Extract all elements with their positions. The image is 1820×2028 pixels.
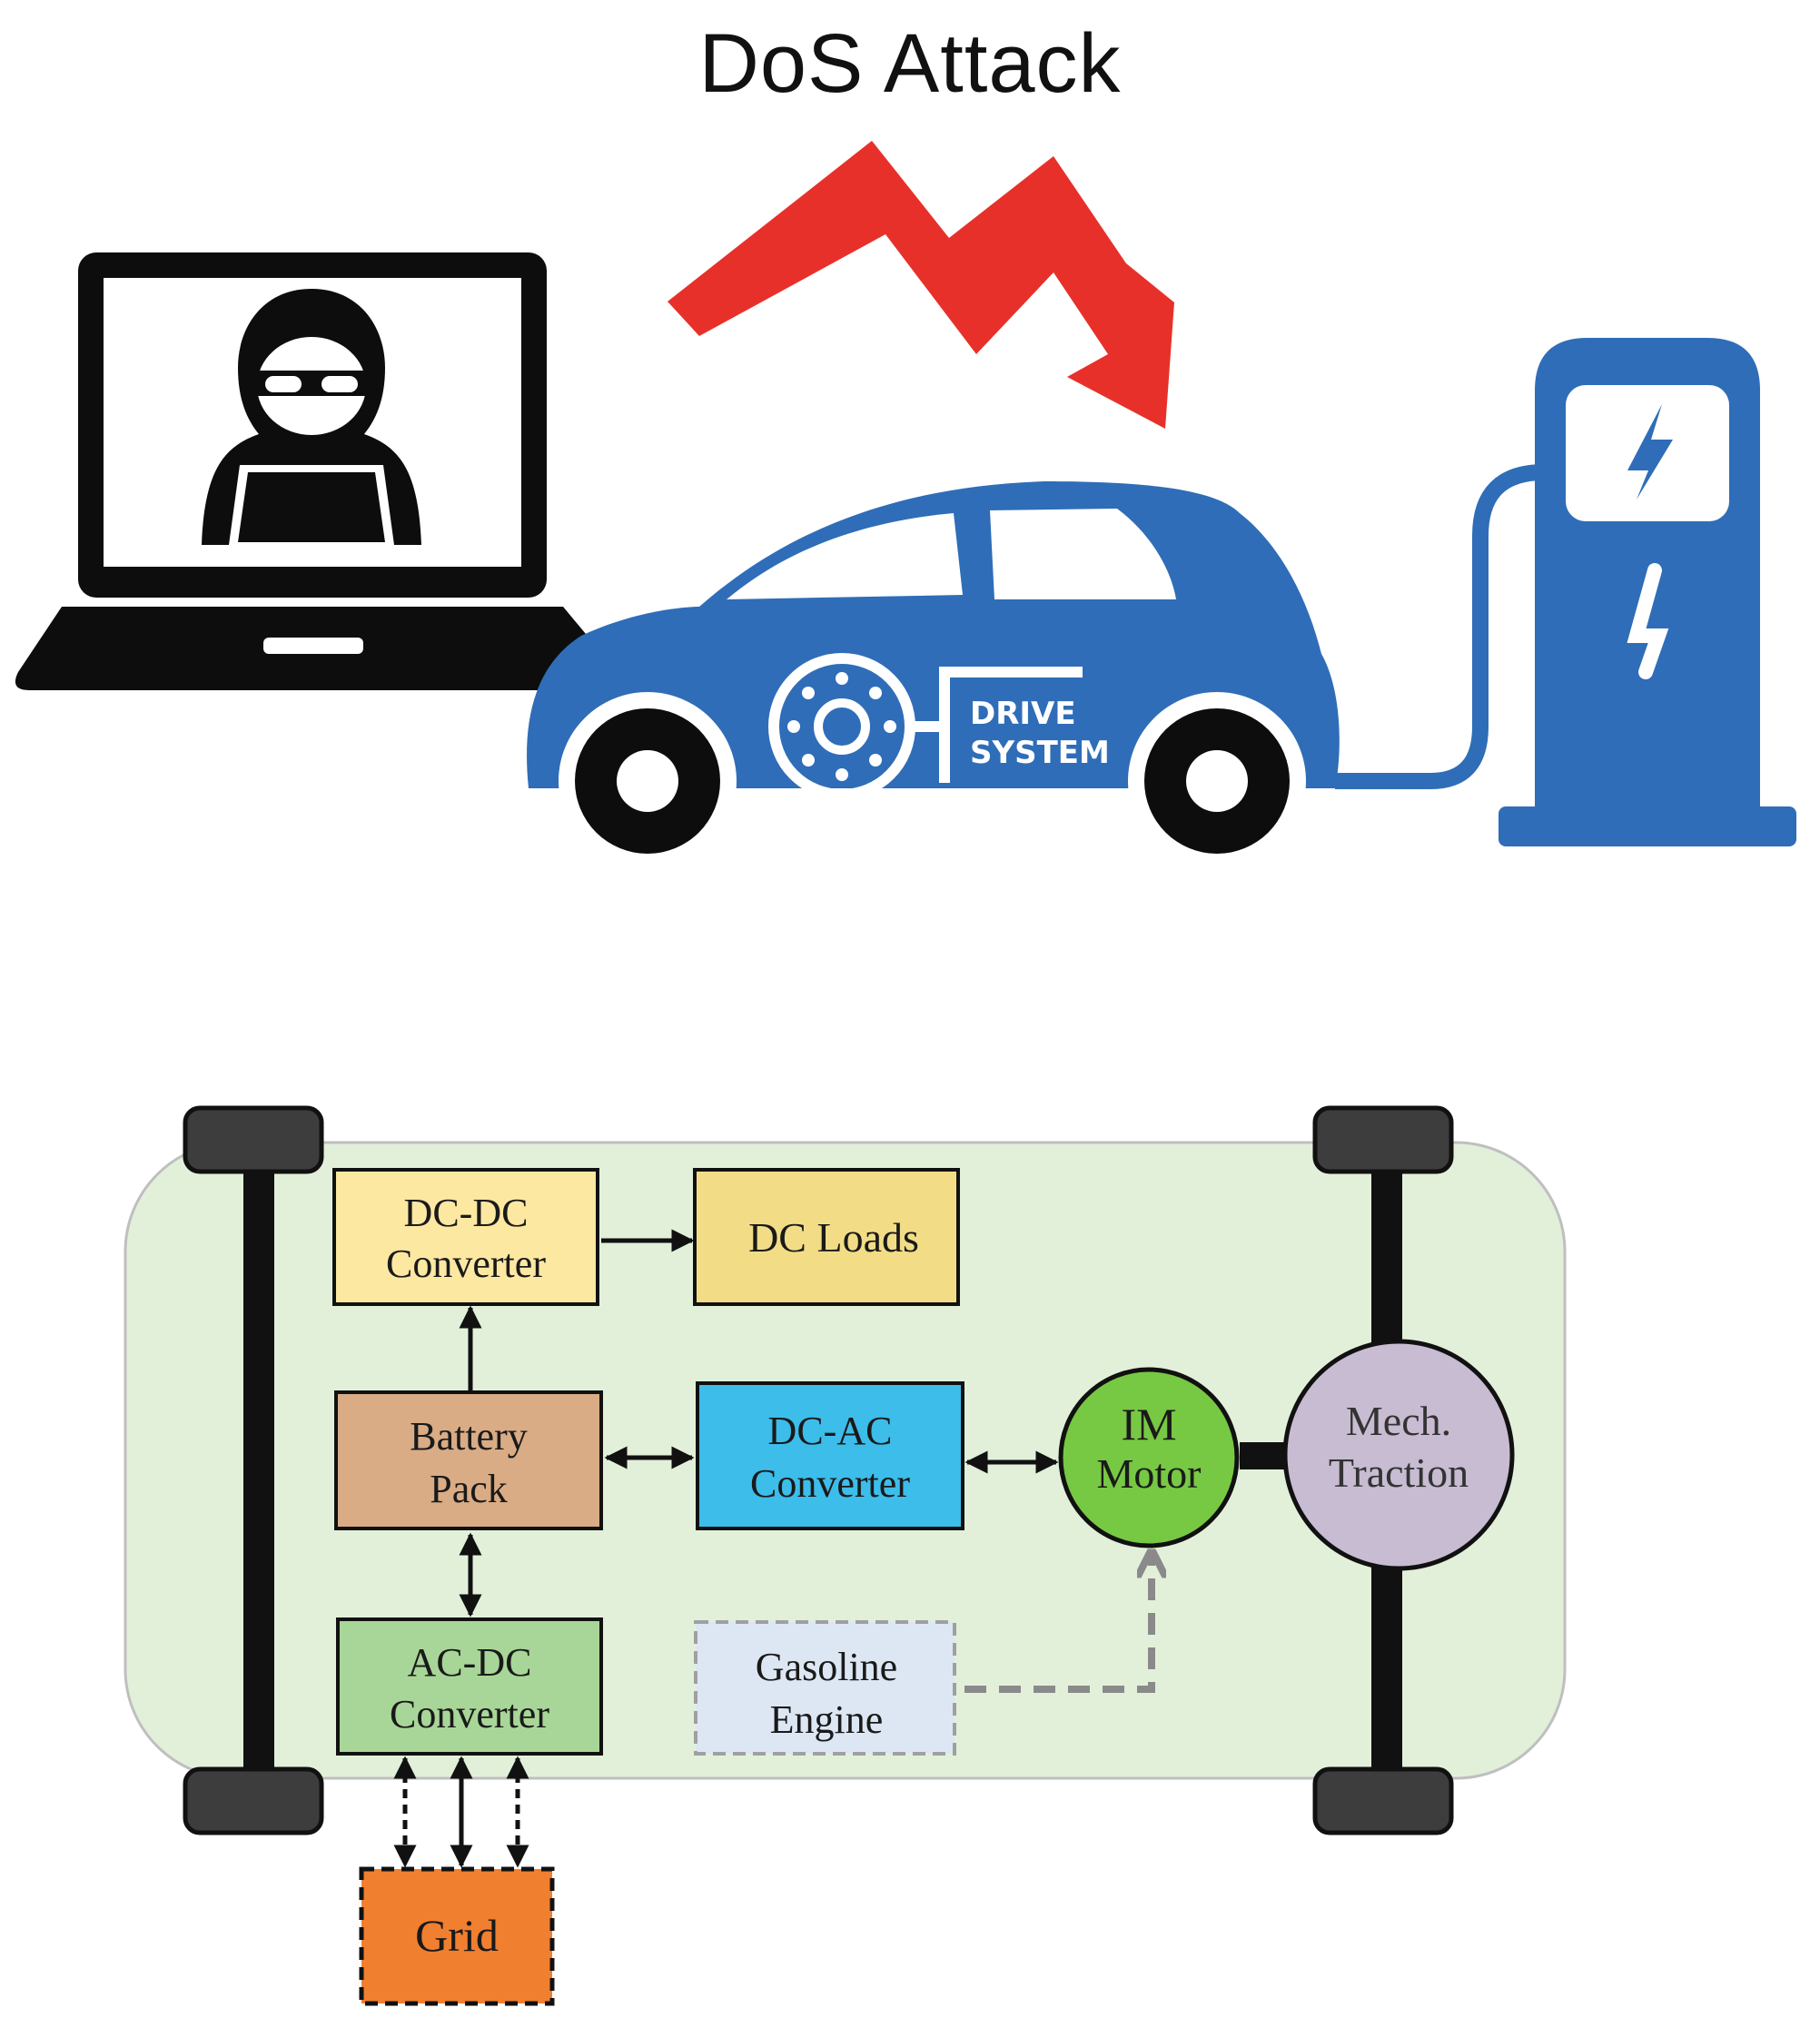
battery-pack-block: Battery Pack: [334, 1390, 603, 1530]
dcac-line2: Converter: [750, 1461, 910, 1506]
electric-car-icon: DRIVE SYSTEM: [527, 481, 1340, 870]
acdc-converter-block: AC-DC Converter: [336, 1617, 603, 1756]
drive-system-label-line1: DRIVE: [970, 696, 1076, 732]
attack-bolt-icon: [668, 141, 1174, 429]
hacker-icon: [202, 289, 421, 545]
tyre-rear-top: [1312, 1105, 1454, 1174]
tyre-rear-bottom: [1312, 1766, 1454, 1835]
dcdc-line2: Converter: [386, 1242, 546, 1286]
drive-system-gear-icon: [768, 653, 1083, 800]
grid-line1: Grid: [415, 1910, 499, 1961]
mech-traction-line2: Traction: [1329, 1449, 1469, 1496]
gasoline-engine-block: Gasoline Engine: [694, 1620, 956, 1756]
dc-loads-block: DC Loads: [693, 1168, 960, 1306]
tyre-front-top: [183, 1105, 324, 1174]
plug-icon: [1627, 563, 1669, 679]
charging-cable: [1335, 464, 1571, 789]
hacker-laptop-icon: [15, 252, 621, 690]
dc-loads-line1: DC Loads: [748, 1214, 919, 1261]
front-axle: [243, 1149, 274, 1785]
dcac-converter-block: DC-AC Converter: [696, 1381, 964, 1530]
acdc-line2: Converter: [390, 1692, 549, 1736]
car-wheel-rear-icon: [1144, 708, 1290, 854]
gasoline-line2: Engine: [770, 1697, 884, 1742]
diagram-title: DoS Attack: [698, 17, 1122, 110]
car-wheel-front-icon: [575, 708, 720, 854]
acdc-line1: AC-DC: [408, 1640, 532, 1685]
grid-block: Grid: [359, 1866, 555, 2006]
battery-line2: Pack: [430, 1467, 508, 1511]
dcac-line1: DC-AC: [768, 1409, 893, 1453]
im-motor-line2: Motor: [1097, 1450, 1202, 1497]
im-motor-line1: IM: [1121, 1399, 1176, 1449]
mech-traction-node: Mech. Traction: [1282, 1339, 1515, 1571]
motor-shaft: [1240, 1442, 1285, 1469]
dcdc-converter-block: DC-DC Converter: [332, 1168, 599, 1306]
charging-station-icon: [1499, 338, 1796, 846]
tyre-front-bottom: [183, 1766, 324, 1835]
lightning-icon: [1627, 404, 1673, 500]
arrow-gasoline-to-motor: [964, 1555, 1152, 1693]
drive-system-label-line2: SYSTEM: [970, 735, 1110, 771]
mech-traction-line1: Mech.: [1346, 1398, 1451, 1444]
gasoline-line1: Gasoline: [756, 1645, 897, 1689]
im-motor-node: IM Motor: [1058, 1367, 1240, 1548]
battery-line1: Battery: [410, 1414, 528, 1459]
dcdc-line1: DC-DC: [404, 1191, 529, 1235]
